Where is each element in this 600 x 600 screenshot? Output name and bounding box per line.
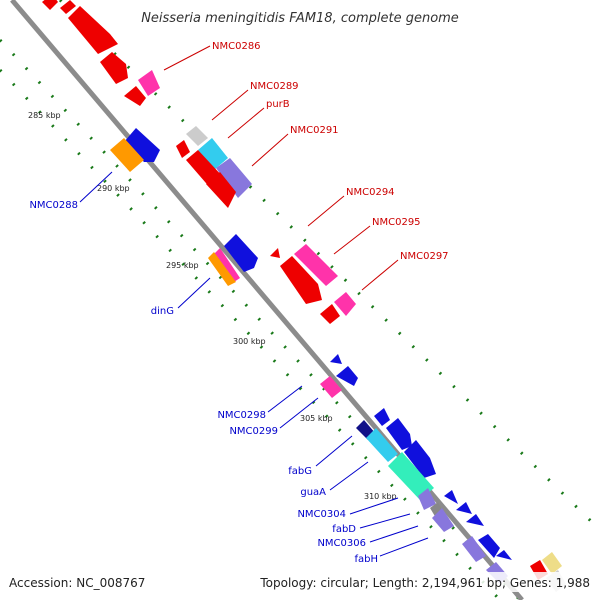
gene-feature[interactable] xyxy=(320,376,342,398)
gene-feature[interactable] xyxy=(186,126,208,146)
gene-feature[interactable] xyxy=(138,70,160,96)
kbp-label: 300 kbp xyxy=(233,337,266,346)
gene-label-nmc0289[interactable]: NMC0289 xyxy=(250,81,299,92)
gene-feature[interactable] xyxy=(462,536,486,562)
gene-feature[interactable] xyxy=(280,256,322,304)
kbp-label: 305 kbp xyxy=(300,414,333,423)
gene-label-nmc0288[interactable]: NMC0288 xyxy=(29,200,78,211)
gene-label-nmc0297[interactable]: NMC0297 xyxy=(400,251,449,262)
gene-feature[interactable] xyxy=(374,408,390,426)
gene-feature[interactable] xyxy=(418,488,436,510)
reverse-gene-label-texts: NMC0288 dinG NMC0298 NMC0299 fabG guaA N… xyxy=(29,200,378,565)
gene-feature[interactable] xyxy=(198,138,228,170)
gene-feature[interactable] xyxy=(270,248,280,258)
gene-label-nmc0306[interactable]: NMC0306 xyxy=(317,538,366,549)
gene-feature[interactable] xyxy=(496,550,512,560)
gene-feature[interactable] xyxy=(456,502,472,514)
leader-line xyxy=(379,537,429,557)
genome-summary-text: Topology: circular; Length: 2,194,961 bp… xyxy=(259,576,590,590)
title-backdrop xyxy=(128,6,472,26)
gene-label-nmc0298[interactable]: NMC0298 xyxy=(217,410,266,421)
leader-line xyxy=(369,525,419,543)
gene-feature[interactable] xyxy=(320,304,340,324)
leader-line xyxy=(177,277,211,309)
gene-feature[interactable] xyxy=(432,508,454,532)
gene-feature[interactable] xyxy=(110,138,144,172)
leader-line xyxy=(251,133,289,167)
leader-line xyxy=(329,461,369,491)
leader-line xyxy=(163,45,211,71)
leader-line xyxy=(227,107,265,139)
gene-feature[interactable] xyxy=(176,140,190,158)
map-title: Neisseria meningitidis FAM18, complete g… xyxy=(141,11,459,26)
gene-label-fabh[interactable]: fabH xyxy=(354,554,378,565)
gene-label-nmc0299[interactable]: NMC0299 xyxy=(229,426,278,437)
reverse-strand-features xyxy=(110,128,512,584)
leader-line xyxy=(315,435,353,467)
gene-feature[interactable] xyxy=(60,0,76,14)
gene-feature[interactable] xyxy=(366,428,398,462)
gene-feature[interactable] xyxy=(100,52,128,84)
inner-tick-ring xyxy=(0,68,502,600)
gene-feature[interactable] xyxy=(466,514,484,526)
gene-label-nmc0286[interactable]: NMC0286 xyxy=(212,41,261,52)
gene-label-nmc0294[interactable]: NMC0294 xyxy=(346,187,395,198)
gene-feature[interactable] xyxy=(404,440,436,478)
gene-feature[interactable] xyxy=(206,172,236,208)
kbp-label: 285 kbp xyxy=(28,111,61,120)
gene-feature[interactable] xyxy=(478,534,500,558)
forward-gene-labels xyxy=(163,45,399,291)
gene-feature[interactable] xyxy=(224,234,258,272)
gene-label-nmc0295[interactable]: NMC0295 xyxy=(372,217,421,228)
gene-feature[interactable] xyxy=(336,366,358,386)
gene-feature[interactable] xyxy=(444,490,458,504)
gene-feature[interactable] xyxy=(124,128,160,162)
gene-label-fabd[interactable]: fabD xyxy=(332,524,356,535)
kbp-label: 310 kbp xyxy=(364,492,397,501)
genome-backbone xyxy=(10,0,524,600)
gene-feature[interactable] xyxy=(330,354,342,364)
leader-line xyxy=(211,89,249,121)
forward-strand-features xyxy=(42,0,566,592)
gene-label-nmc0291[interactable]: NMC0291 xyxy=(290,125,339,136)
leader-line xyxy=(279,397,319,429)
gene-feature[interactable] xyxy=(68,6,118,54)
leader-line xyxy=(307,195,345,227)
gene-label-fabg[interactable]: fabG xyxy=(288,466,312,477)
gene-feature[interactable] xyxy=(124,86,146,106)
kbp-labels: 285 kbp 290 kbp 295 kbp 300 kbp 305 kbp … xyxy=(28,111,397,501)
gene-feature[interactable] xyxy=(294,244,338,286)
leader-line xyxy=(359,513,411,529)
leader-line xyxy=(267,385,303,413)
leader-line xyxy=(333,225,371,255)
gene-label-guaa[interactable]: guaA xyxy=(300,487,326,498)
gene-feature[interactable] xyxy=(214,248,240,282)
gene-feature[interactable] xyxy=(542,552,562,574)
leader-line xyxy=(349,497,399,515)
gene-feature[interactable] xyxy=(42,0,58,10)
gene-label-purb[interactable]: purB xyxy=(266,99,290,110)
gene-feature[interactable] xyxy=(386,418,412,450)
leader-line xyxy=(79,171,113,203)
gene-feature[interactable] xyxy=(388,452,434,500)
accession-text: Accession: NC_008767 xyxy=(9,576,145,590)
forward-gene-label-texts: NMC0286 NMC0289 purB NMC0291 NMC0294 NMC… xyxy=(212,41,449,262)
gene-label-ding[interactable]: dinG xyxy=(151,306,174,317)
kbp-label: 295 kbp xyxy=(166,261,199,270)
gene-feature[interactable] xyxy=(208,252,236,286)
leader-line xyxy=(361,259,399,291)
kbp-label: 290 kbp xyxy=(97,184,130,193)
footer-backdrop xyxy=(255,572,595,592)
gene-label-nmc0304[interactable]: NMC0304 xyxy=(297,509,346,520)
gene-feature[interactable] xyxy=(216,158,252,198)
reverse-gene-labels xyxy=(79,171,429,557)
gene-feature[interactable] xyxy=(334,292,356,316)
